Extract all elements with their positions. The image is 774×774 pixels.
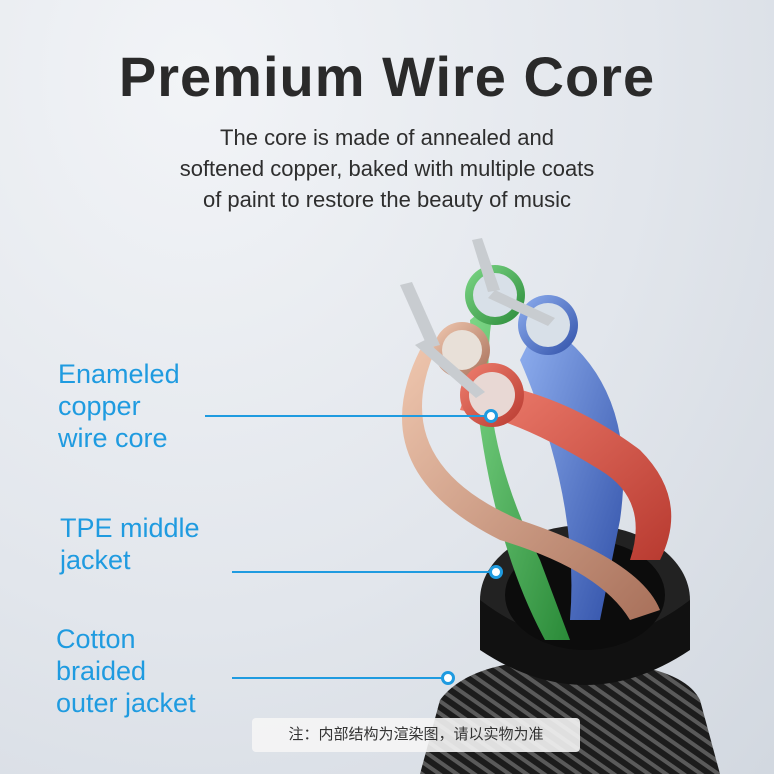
callout-line-copper-core <box>205 415 485 417</box>
callout-line-tpe-jacket <box>232 571 490 573</box>
callout-line-braided-jacket <box>232 677 442 679</box>
callout-dot-braided-jacket <box>441 671 455 685</box>
render-disclaimer: 注：内部结构为渲染图，请以实物为准 <box>252 718 580 752</box>
page-title: Premium Wire Core <box>118 45 656 108</box>
callout-dot-copper-core <box>484 409 498 423</box>
callout-label-tpe-jacket: TPE middle jacket <box>60 513 200 575</box>
subtitle: The core is made of annealed and softene… <box>179 125 595 212</box>
callout-label-braided-jacket: Cotton braided outer jacket <box>56 624 196 718</box>
callout-label-copper-core: Enameled copper wire core <box>58 359 180 453</box>
callout-dot-tpe-jacket <box>489 565 503 579</box>
blue-wire <box>520 320 624 620</box>
red-wire <box>460 380 672 560</box>
copper-wire <box>402 340 660 620</box>
